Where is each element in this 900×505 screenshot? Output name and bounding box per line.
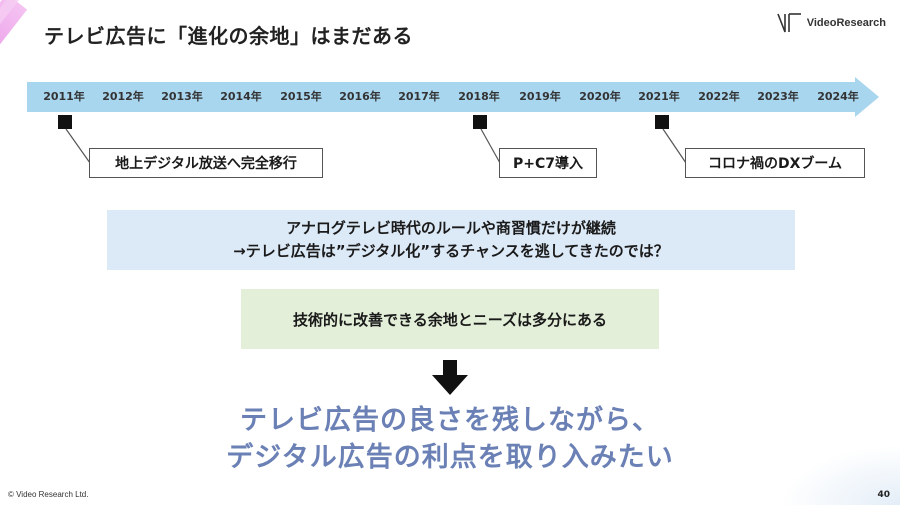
problem-line-1: アナログテレビ時代のルールや商習慣だけが継続 [286, 219, 616, 237]
event-label: P+C7導入 [512, 156, 583, 172]
year-label: 2016年 [339, 90, 381, 103]
year-label: 2022年 [698, 90, 740, 103]
brand-logo: VideoResearch [776, 12, 886, 34]
year-label: 2020年 [579, 90, 621, 103]
event-box-2018: P+C7導入 [499, 148, 597, 178]
timeline-arrowhead [855, 77, 879, 117]
timeline-marker-2021 [655, 115, 669, 129]
down-arrow-icon [432, 360, 468, 395]
timeline-band [27, 82, 855, 112]
opportunity-text: 技術的に改善できる余地とニーズは多分にある [293, 310, 607, 329]
conclusion-text: テレビ広告の良さを残しながら、 デジタル広告の利点を取り入みたい [0, 402, 900, 476]
conclusion-line-1: テレビ広告の良さを残しながら、 [240, 405, 660, 436]
year-label: 2019年 [519, 90, 561, 103]
event-label: 地上デジタル放送へ完全移行 [115, 156, 297, 172]
year-label: 2013年 [161, 90, 203, 103]
year-label: 2024年 [817, 90, 859, 103]
problem-statement-box: アナログテレビ時代のルールや商習慣だけが継続 →テレビ広告は”デジタル化”するチ… [107, 210, 795, 270]
year-label: 2023年 [757, 90, 799, 103]
copyright-text: © Video Research Ltd. [8, 490, 89, 499]
decorative-glow [780, 445, 900, 505]
year-label: 2012年 [102, 90, 144, 103]
year-label: 2021年 [638, 90, 680, 103]
event-box-2011: 地上デジタル放送へ完全移行 [89, 148, 323, 178]
timeline-marker-2011 [58, 115, 72, 129]
year-label: 2015年 [280, 90, 322, 103]
year-label: 2017年 [398, 90, 440, 103]
event-label: コロナ禍のDXブーム [708, 156, 842, 172]
logo-text: VideoResearch [806, 17, 886, 29]
year-label: 2014年 [220, 90, 262, 103]
year-label: 2011年 [43, 90, 85, 103]
problem-line-2: →テレビ広告は”デジタル化”するチャンスを逃してきたのでは？ [233, 242, 669, 260]
conclusion-line-2: デジタル広告の利点を取り入みたい [226, 442, 674, 473]
page-number: 40 [877, 490, 890, 500]
event-box-2021: コロナ禍のDXブーム [685, 148, 865, 178]
year-label: 2018年 [458, 90, 500, 103]
callout-leader-lines [65, 128, 687, 164]
page-title: テレビ広告に「進化の余地」はまだある [44, 24, 413, 48]
timeline-marker-2018 [473, 115, 487, 129]
opportunity-box: 技術的に改善できる余地とニーズは多分にある [241, 289, 659, 349]
video-research-logo-icon [776, 13, 801, 33]
